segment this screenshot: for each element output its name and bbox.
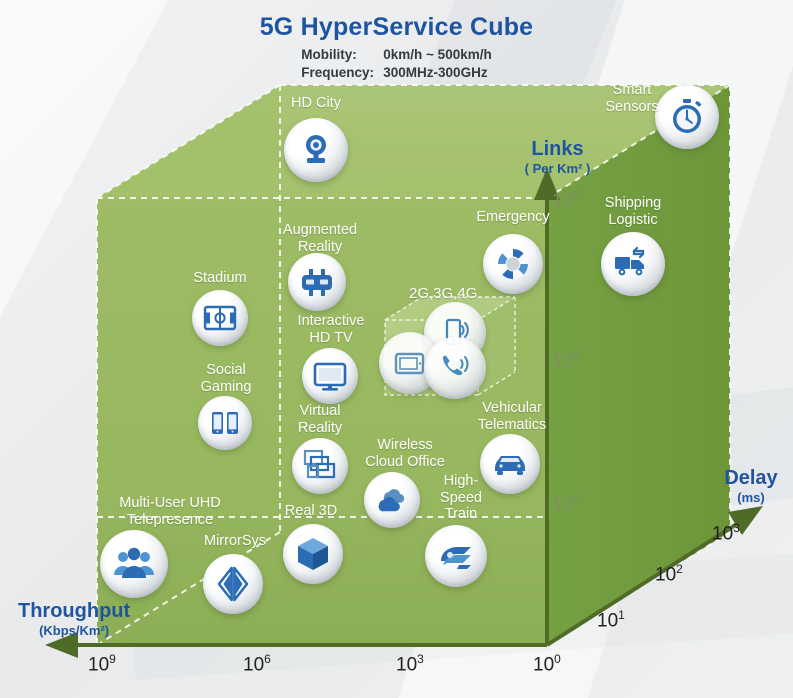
service-label-multi-user-uhd-telepresence: Multi-User UHD Telepresence xyxy=(119,495,221,528)
tv-monitor-icon xyxy=(313,362,347,391)
service-label-wireless-cloud-office: Wireless Cloud Office xyxy=(365,437,445,470)
axis-title-throughput: Throughput (Kbps/Km²) xyxy=(18,600,130,639)
spec-row-frequency: Frequency: 300MHz-300GHz xyxy=(301,64,491,82)
service-label-vehicular-telematics: Vehicular Telematics xyxy=(477,400,547,433)
vr-headset-icon xyxy=(302,269,332,296)
service-icon-shipping-logistic[interactable] xyxy=(601,232,665,296)
service-label-emergency: Emergency xyxy=(476,209,550,225)
blue-cube-icon xyxy=(298,538,328,570)
tick-delay-0: 101 xyxy=(597,608,625,632)
service-icon-multi-user-uhd-telepresence[interactable] xyxy=(100,530,168,598)
cube-face-right xyxy=(547,85,730,645)
spec-key-frequency: Frequency: xyxy=(301,65,375,80)
service-icon-stadium[interactable] xyxy=(192,290,248,346)
tick-links-1: 104 xyxy=(552,348,580,372)
service-icon-social-gaming[interactable] xyxy=(198,396,252,450)
header: 5G HyperService Cube Mobility: 0km/h ~ 5… xyxy=(0,12,793,82)
axis-links-name: Links xyxy=(531,138,584,160)
clouds-icon xyxy=(378,489,405,512)
service-label-high-speed-train: High- Speed Train xyxy=(440,473,482,522)
axis-throughput-arrow xyxy=(45,632,547,658)
axis-delay-arrow xyxy=(545,506,763,647)
spec-value-mobility: 0km/h ~ 500km/h xyxy=(383,47,492,62)
spec-list: Mobility: 0km/h ~ 500km/h Frequency: 300… xyxy=(301,46,491,82)
tick-throughput-1: 106 xyxy=(243,652,271,676)
axis-links-unit: ( Per Km² ) xyxy=(524,161,591,176)
service-label-shipping-logistic: Shipping Logistic xyxy=(604,195,662,228)
webcam-icon xyxy=(306,135,326,163)
inner-cube-label: 2G,3G,4G xyxy=(409,285,478,302)
axis-delay-unit: (ms) xyxy=(737,490,765,505)
tick-delay-1: 102 xyxy=(655,562,683,586)
mirror-diamond-icon xyxy=(217,566,249,602)
people-group-icon xyxy=(114,547,154,578)
service-icon-high-speed-train[interactable] xyxy=(425,525,487,587)
service-label-augmented-reality: Augmented Reality xyxy=(282,222,358,255)
spec-value-frequency: 300MHz-300GHz xyxy=(383,65,488,80)
service-icon-vehicular-telematics[interactable] xyxy=(480,434,540,494)
service-icon-smart-sensors[interactable] xyxy=(655,85,719,149)
axis-throughput-name: Throughput xyxy=(18,600,131,622)
spec-key-mobility: Mobility: xyxy=(301,47,357,62)
spec-row-mobility: Mobility: 0km/h ~ 500km/h xyxy=(301,46,491,64)
service-label-interactive-hd-tv: Interactive HD TV xyxy=(297,313,365,346)
service-icon-interactive-hd-tv[interactable] xyxy=(302,348,358,404)
axis-title-links: Links ( Per Km² ) xyxy=(510,138,605,177)
life-ring-icon xyxy=(498,249,528,279)
service-label-stadium: Stadium xyxy=(193,270,247,286)
service-icon-virtual-reality[interactable] xyxy=(292,438,348,494)
service-icon-hd-city[interactable] xyxy=(284,118,348,182)
service-icon-augmented-reality[interactable] xyxy=(288,253,346,311)
stadium-field-icon xyxy=(203,305,237,331)
service-icon-real-3d[interactable] xyxy=(283,524,343,584)
tick-delay-2: 103 xyxy=(712,521,740,545)
service-label-real-3d: Real 3D xyxy=(284,503,338,519)
axis-delay-name: Delay xyxy=(724,467,778,489)
tablet-icon xyxy=(394,352,425,375)
layered-frames-icon xyxy=(303,449,336,479)
tick-throughput-3: 100 xyxy=(533,652,561,676)
service-icon-wireless-cloud-office[interactable] xyxy=(364,472,420,528)
service-icon-mirrorsys[interactable] xyxy=(203,554,263,614)
tick-throughput-0: 109 xyxy=(88,652,116,676)
tick-links-2: 102 xyxy=(552,492,580,516)
axis-title-delay: Delay (ms) xyxy=(714,467,788,506)
tick-throughput-2: 103 xyxy=(396,652,424,676)
service-icon-phone-call[interactable] xyxy=(424,337,486,399)
phone-call-icon xyxy=(443,355,469,376)
axis-links-arrow xyxy=(534,168,560,645)
service-icon-emergency[interactable] xyxy=(483,234,543,294)
axis-throughput-unit: (Kbps/Km²) xyxy=(39,623,110,638)
tick-links-0: 106 xyxy=(552,188,580,212)
stopwatch-icon xyxy=(673,99,701,133)
delivery-truck-icon xyxy=(615,246,645,276)
service-label-smart-sensors: Smart Sensors xyxy=(605,82,659,115)
bullet-train-icon xyxy=(441,547,471,569)
service-label-virtual-reality: Virtual Reality xyxy=(297,403,343,436)
car-icon xyxy=(495,456,525,475)
service-label-mirrorsys: MirrorSys xyxy=(203,533,267,549)
two-phones-icon xyxy=(212,412,238,434)
page-title: 5G HyperService Cube xyxy=(259,13,534,41)
service-label-hd-city: HD City xyxy=(291,95,341,111)
service-label-social-gaming: Social Gaming xyxy=(200,362,252,395)
